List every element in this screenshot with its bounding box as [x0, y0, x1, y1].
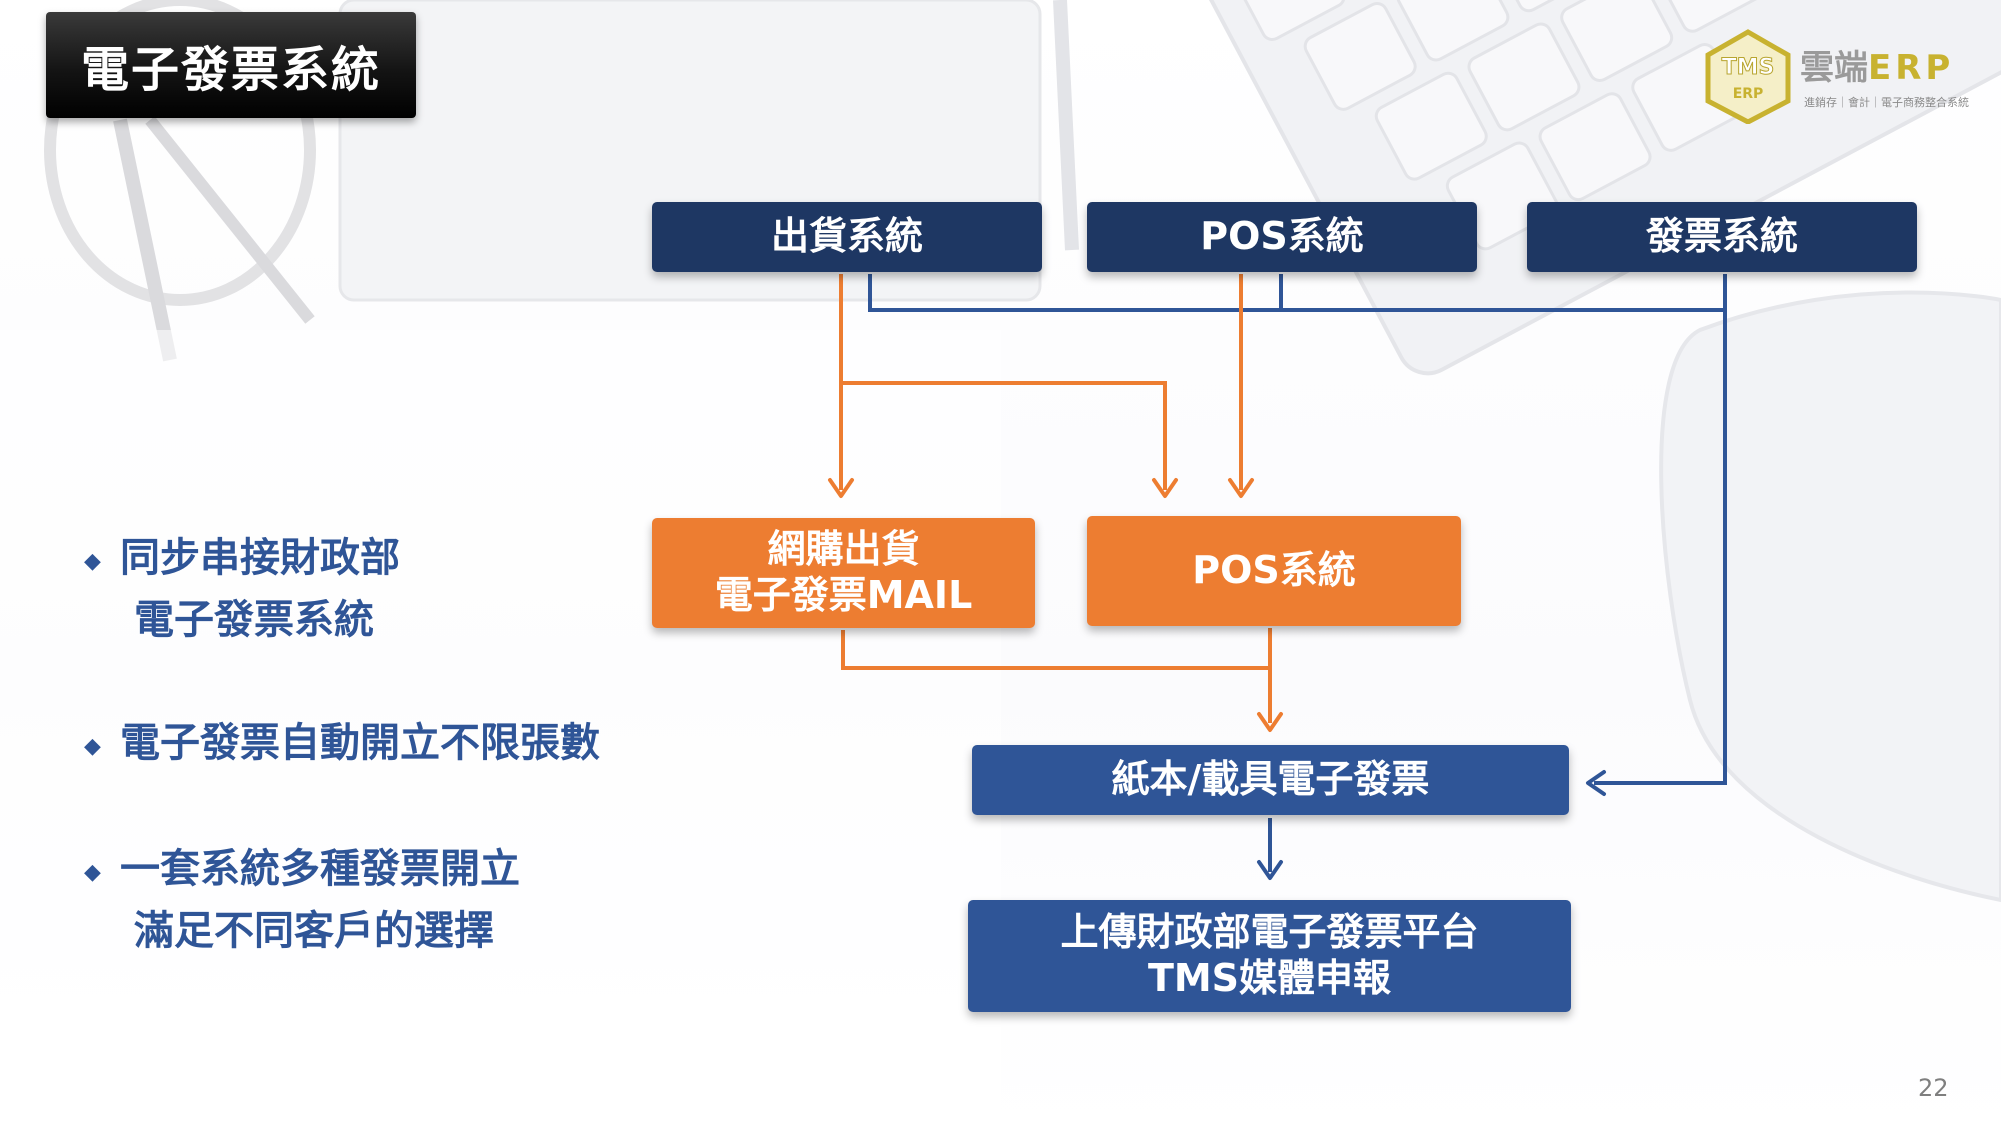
source-shipping-system: 出貨系統 — [652, 202, 1042, 272]
page-number: 22 — [1918, 1074, 1949, 1102]
arrow-head — [1228, 478, 1254, 498]
upload-tax-platform: 上傳財政部電子發票平台 TMS媒體申報 — [968, 900, 1571, 1012]
logo-badge-top: TMS — [1722, 55, 1775, 80]
bullet-item: ◆ 一套系統多種發票開立 滿足不同客戶的選擇 — [84, 838, 520, 962]
process-online-line1: 網購出貨 — [767, 527, 920, 572]
connector-online-to-invoice — [841, 630, 1270, 670]
tms-hexagon-icon: TMS ERP — [1705, 29, 1791, 124]
glasses-lens-shape — [44, 0, 316, 306]
logo-wordmark: 雲端ERP — [1800, 40, 1954, 89]
diamond-bullet-icon: ◆ — [84, 860, 101, 885]
arrow-head — [1257, 712, 1283, 732]
logo-name-en: ERP — [1868, 48, 1955, 88]
slide-title: 電子發票系統 — [80, 42, 381, 98]
upload-line2: TMS媒體申報 — [1147, 956, 1392, 1000]
arrow-head — [1586, 770, 1606, 796]
process-pos-system: POS系統 — [1087, 516, 1461, 626]
diamond-bullet-icon: ◆ — [84, 734, 101, 759]
arrow-head — [1152, 478, 1178, 498]
bullet-line1: 同步串接財政部 — [120, 535, 400, 581]
source-pos-system: POS系統 — [1087, 202, 1477, 272]
slide-title-box: 電子發票系統 — [46, 12, 416, 118]
logo-tagline: 進銷存｜會計｜電子商務整合系統 — [1804, 96, 1969, 109]
logo-name-cn: 雲端 — [1800, 48, 1868, 88]
source-invoice-system: 發票系統 — [1527, 202, 1917, 272]
source-shipping-label: 出貨系統 — [770, 214, 923, 259]
arrow-head — [1257, 860, 1283, 880]
source-invoice-label: 發票系統 — [1645, 214, 1798, 259]
keyboard-shape — [1198, 0, 2001, 376]
connector-sources-blue — [868, 274, 1725, 312]
process-online-line2: 電子發票MAIL — [714, 573, 973, 617]
connector-shipping-to-pos — [841, 381, 1167, 490]
connector-invoice-system-to-invoice — [1594, 274, 1727, 785]
source-pos-label: POS系統 — [1200, 214, 1364, 259]
diamond-bullet-icon: ◆ — [84, 549, 101, 574]
company-logo: TMS ERP 雲端ERP 進銷存｜會計｜電子商務整合系統 — [1700, 28, 1990, 128]
bullet-line1: 電子發票自動開立不限張數 — [120, 720, 600, 766]
bullet-line1: 一套系統多種發票開立 — [120, 846, 520, 892]
process-pos-label: POS系統 — [1192, 548, 1356, 593]
invoice-label: 紙本/載具電子發票 — [1111, 757, 1430, 802]
bullet-item: ◆ 電子發票自動開立不限張數 — [84, 712, 600, 774]
upload-line1: 上傳財政部電子發票平台 — [1060, 910, 1479, 955]
bullet-line2: 滿足不同客戶的選擇 — [134, 908, 494, 954]
bullet-line2: 電子發票系統 — [134, 597, 374, 643]
arrow-head — [828, 478, 854, 498]
mouse-shape — [1659, 290, 2001, 903]
process-online-shipping-mail: 網購出貨 電子發票MAIL — [652, 518, 1035, 628]
bullet-item: ◆ 同步串接財政部 電子發票系統 — [84, 527, 400, 651]
logo-badge-bottom: ERP — [1733, 86, 1764, 102]
invoice-paper-carrier: 紙本/載具電子發票 — [972, 745, 1569, 815]
